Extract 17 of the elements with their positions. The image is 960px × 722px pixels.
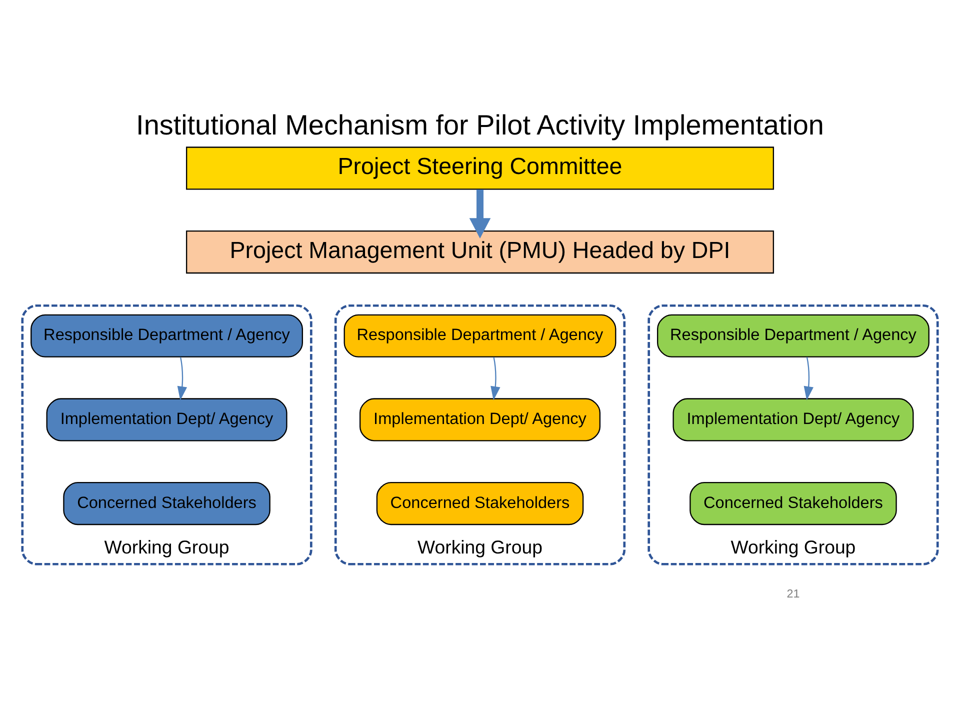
- label: 21: [786, 586, 800, 600]
- node-box: Implementation Dept/ Agency: [672, 398, 914, 441]
- node-box: Responsible Department / Agency: [344, 314, 616, 357]
- node-box: Project Steering Committee: [186, 146, 774, 190]
- node-box: Responsible Department / Agency: [657, 314, 930, 357]
- arrow: [804, 356, 814, 400]
- arrow: [490, 356, 500, 400]
- node-box: Project Management Unit (PMU) Headed by DPI: [186, 230, 774, 274]
- arrow: [177, 356, 188, 400]
- node-box: Implementation Dept/ Agency: [46, 398, 288, 441]
- node-box: Responsible Department / Agency: [30, 314, 303, 357]
- arrow: [469, 189, 491, 238]
- node-box: Concerned Stakeholders: [690, 482, 897, 525]
- node-box: Concerned Stakeholders: [376, 482, 584, 525]
- node-box: Implementation Dept/ Agency: [359, 398, 601, 441]
- node-box: Concerned Stakeholders: [63, 482, 270, 525]
- diagram-title: Institutional Mechanism for Pilot Activity Implementation: [136, 109, 824, 140]
